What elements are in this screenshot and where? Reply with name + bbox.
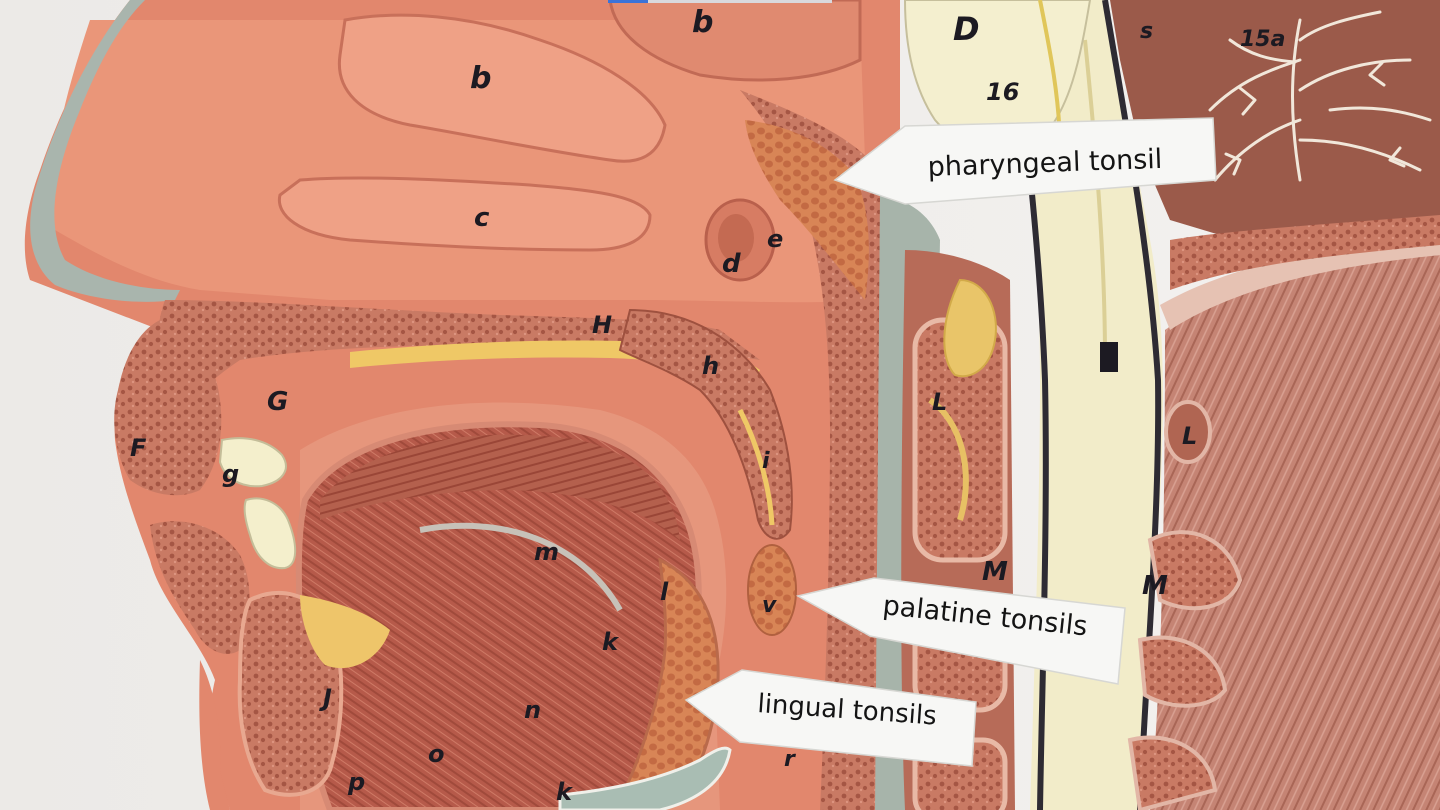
label-tag-lingual <box>684 669 977 767</box>
label-pharyngeal-tonsil: pharyngeal tonsil <box>833 117 1217 205</box>
upper-lip <box>114 320 222 496</box>
letter-L2: L <box>1182 422 1197 450</box>
letter-n: n <box>524 696 541 724</box>
letter-o: o <box>428 740 445 768</box>
letter-e: e <box>767 225 783 253</box>
letter-M2: M <box>1142 571 1168 601</box>
black-marker-square <box>1100 342 1118 372</box>
chin <box>199 660 230 810</box>
tongue-top-fibers <box>320 434 680 540</box>
letter-i: i <box>762 449 770 474</box>
label-palatine-tonsils: palatine tonsils <box>795 577 1126 685</box>
letter-L1: L <box>932 388 947 416</box>
letter-v: v <box>762 593 777 618</box>
soft-palate <box>618 308 793 540</box>
superior-concha <box>337 13 667 163</box>
neck-muscles <box>1150 255 1440 810</box>
middle-concha <box>277 176 652 252</box>
epiglottis <box>558 746 732 810</box>
letter-m: m <box>534 538 559 566</box>
model-letters: b b c d e D 16 15a s H h G F g i L L l m… <box>130 5 1285 806</box>
video-progress-strip <box>608 0 832 3</box>
letter-p: p <box>347 768 365 796</box>
letter-M1: M <box>982 557 1008 587</box>
upper-concha-right <box>608 0 862 82</box>
upper-incisor <box>218 437 287 488</box>
lower-incisor <box>243 497 297 570</box>
letter-b1: b <box>470 61 491 96</box>
letter-D: D <box>953 10 980 48</box>
letter-g: g <box>222 460 239 488</box>
lower-lip <box>150 521 250 654</box>
letter-b2: b <box>692 5 713 40</box>
letter-H: H <box>592 311 612 339</box>
letter-k: k <box>602 628 620 656</box>
palatine-tonsil-tissue <box>747 544 797 636</box>
letter-d: d <box>722 249 741 279</box>
pharyngeal-tonsil-tissue <box>745 120 869 300</box>
arbor-vitae <box>1208 10 1432 182</box>
letter-s: s <box>1140 19 1153 44</box>
number-16: 16 <box>986 78 1019 106</box>
letter-h: h <box>702 352 719 380</box>
sublingual-gland <box>300 595 390 669</box>
nasal-cartilage <box>30 0 181 302</box>
letter-F: F <box>130 434 147 462</box>
cord-center-line <box>1083 39 1107 361</box>
letter-c: c <box>474 203 490 233</box>
letter-r: r <box>784 747 796 772</box>
spinous-processes <box>1127 400 1243 810</box>
nasal-cavity <box>51 20 870 303</box>
letter-l: l <box>660 578 669 606</box>
hard-palate <box>157 300 760 420</box>
occipital-spongy <box>1170 215 1440 290</box>
label-tag-pharyngeal <box>833 117 1217 205</box>
number-15a: 15a <box>1240 27 1285 52</box>
letter-J: J <box>319 684 332 712</box>
tongue-septum <box>419 522 623 612</box>
label-lingual-tonsils: lingual tonsils <box>684 669 977 767</box>
vertebra-blocks <box>912 278 1008 810</box>
label-tag-palatine <box>795 577 1126 685</box>
letter-G: G <box>267 387 288 417</box>
nuchal-fascia <box>1160 235 1440 330</box>
letter-k2: k <box>556 778 574 806</box>
video-progress-fill <box>608 0 648 3</box>
